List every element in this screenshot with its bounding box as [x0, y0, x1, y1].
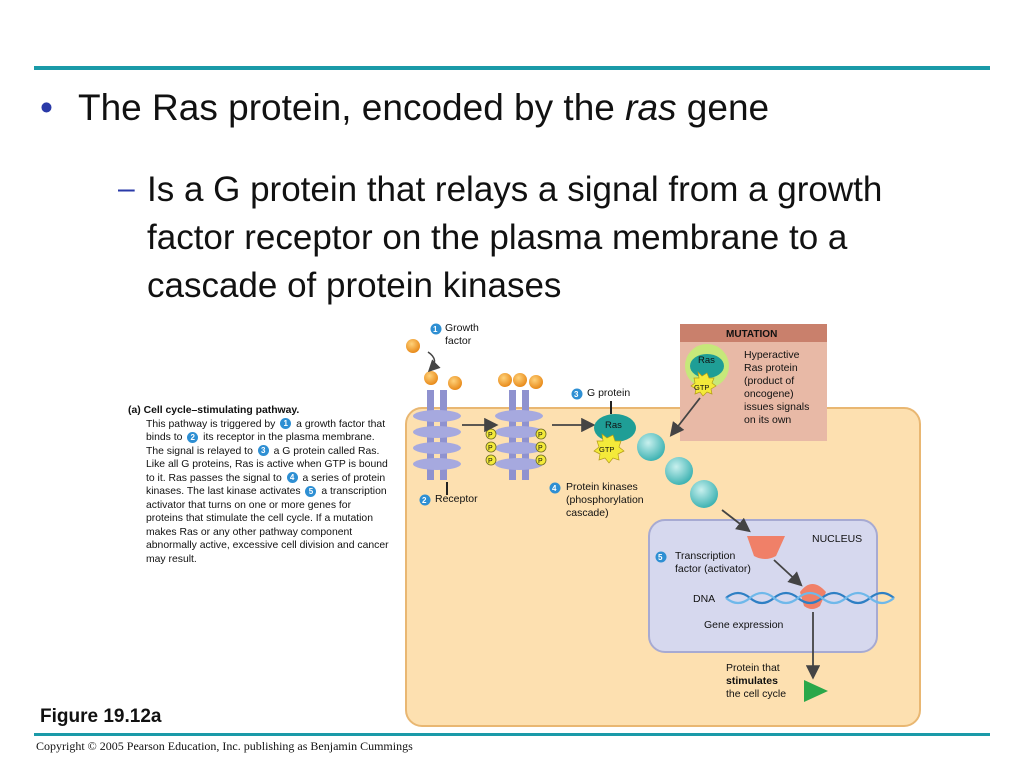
- stimulating-protein: [804, 680, 828, 702]
- dna-label: DNA: [693, 593, 716, 605]
- protein-stimulates-label-3: the cell cycle: [726, 688, 787, 700]
- step-number-badge: 4: [286, 472, 298, 484]
- growth-factor-label: Growth factor: [445, 322, 479, 347]
- caption-part-5: a series of protein kinases. The last ki…: [146, 472, 386, 498]
- sub-bullet-dash: –: [118, 172, 135, 205]
- step-number-label: 2: [422, 496, 427, 505]
- mutated-ras-label: Ras: [698, 355, 715, 366]
- step-badges: [419, 323, 667, 563]
- growth-factor-arrow: [427, 351, 441, 373]
- ras-protein: [594, 414, 636, 442]
- bound-growth-factor: [529, 375, 543, 389]
- bound-growth-factor: [498, 373, 512, 387]
- figure-caption: (a) Cell cycle–stimulating pathway. This…: [128, 404, 390, 566]
- nucleus: [648, 519, 878, 653]
- mutated-gtp-star: [690, 370, 717, 397]
- phosphate-label: P: [538, 445, 543, 452]
- protein-stimulates-label-1: Protein that: [726, 662, 780, 674]
- caption-part-6: a transcription activator that turns on …: [146, 486, 389, 565]
- copyright-notice: Copyright © 2005 Pearson Education, Inc.…: [36, 739, 413, 753]
- main-bullet-text-2: gene: [676, 87, 770, 128]
- step-number-label: 4: [552, 484, 557, 493]
- sub-bullet-text: Is a G protein that relays a signal from…: [147, 170, 883, 305]
- caption-part-1: This pathway is triggered by: [146, 418, 279, 430]
- gene-expression-label: Gene expression: [704, 619, 784, 631]
- main-bullet-text-1: The Ras protein, encoded by the: [78, 87, 626, 128]
- caption-part-3: its receptor in the plasma membrane. The…: [146, 432, 375, 457]
- nucleus-label: NUCLEUS: [812, 533, 863, 545]
- phosphate-label: P: [488, 445, 493, 452]
- g-protein-label: G protein: [587, 387, 631, 399]
- protein-kinase: [690, 480, 718, 508]
- protein-kinases-label: Protein kinases (phosphorylation cascade…: [566, 481, 644, 519]
- caption-body: This pathway is triggered by 1 a growth …: [128, 418, 390, 567]
- bound-growth-factor: [513, 373, 527, 387]
- receptor-left: [413, 390, 461, 480]
- kinase-to-nucleus-arrow: [721, 509, 751, 533]
- phosphate-label: P: [488, 458, 493, 465]
- mutated-ras-protein: [690, 354, 724, 378]
- step-number-badge: 2: [187, 431, 199, 443]
- dna-helix: [725, 591, 895, 605]
- tf-to-dna-arrow: [773, 559, 803, 587]
- receptor-right: [495, 390, 543, 480]
- bullet-dot: •: [40, 87, 53, 128]
- transcription-factor-label: Transcription factor (activator): [675, 550, 751, 575]
- mutation-arrow: [669, 397, 701, 437]
- main-bullet: • The Ras protein, encoded by the ras gen…: [40, 86, 769, 130]
- figure-label: Figure 19.12a: [40, 706, 162, 727]
- bound-growth-factor: [424, 371, 438, 385]
- phosphate-label: P: [538, 432, 543, 439]
- main-bullet-italic: ras: [625, 87, 677, 128]
- protein-kinase: [665, 457, 693, 485]
- top-rule: [34, 66, 990, 70]
- caption-heading: (a) Cell cycle–stimulating pathway.: [128, 405, 300, 416]
- caption-part-2: a growth factor that binds to: [146, 418, 386, 444]
- step-number-label: 3: [574, 390, 579, 399]
- phosphate-label: P: [488, 432, 493, 439]
- mutated-gtp-label: GTP: [694, 383, 710, 392]
- ras-label: Ras: [605, 420, 622, 431]
- step-number-label: 5: [658, 553, 663, 562]
- receptor-label: Receptor: [435, 493, 478, 505]
- step-number-label: 1: [433, 325, 438, 334]
- caption-part-4: a G protein called Ras. Like all G prote…: [146, 445, 388, 484]
- bottom-rule: [34, 733, 990, 736]
- step-number-badge: 5: [305, 485, 317, 497]
- transcription-factor: [747, 536, 785, 559]
- gtp-star: [593, 433, 625, 464]
- step-number-badge: 3: [257, 445, 269, 457]
- mutation-header-bar: [680, 324, 827, 342]
- protein-kinase: [637, 433, 665, 461]
- mutation-description: Hyperactive Ras protein (product of onco…: [744, 349, 810, 426]
- step-number-badge: 1: [280, 418, 292, 430]
- free-growth-factor: [406, 339, 420, 353]
- bound-growth-factor: [448, 376, 462, 390]
- mutation-title: MUTATION: [726, 329, 778, 340]
- phosphate-label: P: [538, 458, 543, 465]
- gtp-label: GTP: [599, 445, 615, 454]
- protein-stimulates-label-2: stimulates: [726, 675, 778, 687]
